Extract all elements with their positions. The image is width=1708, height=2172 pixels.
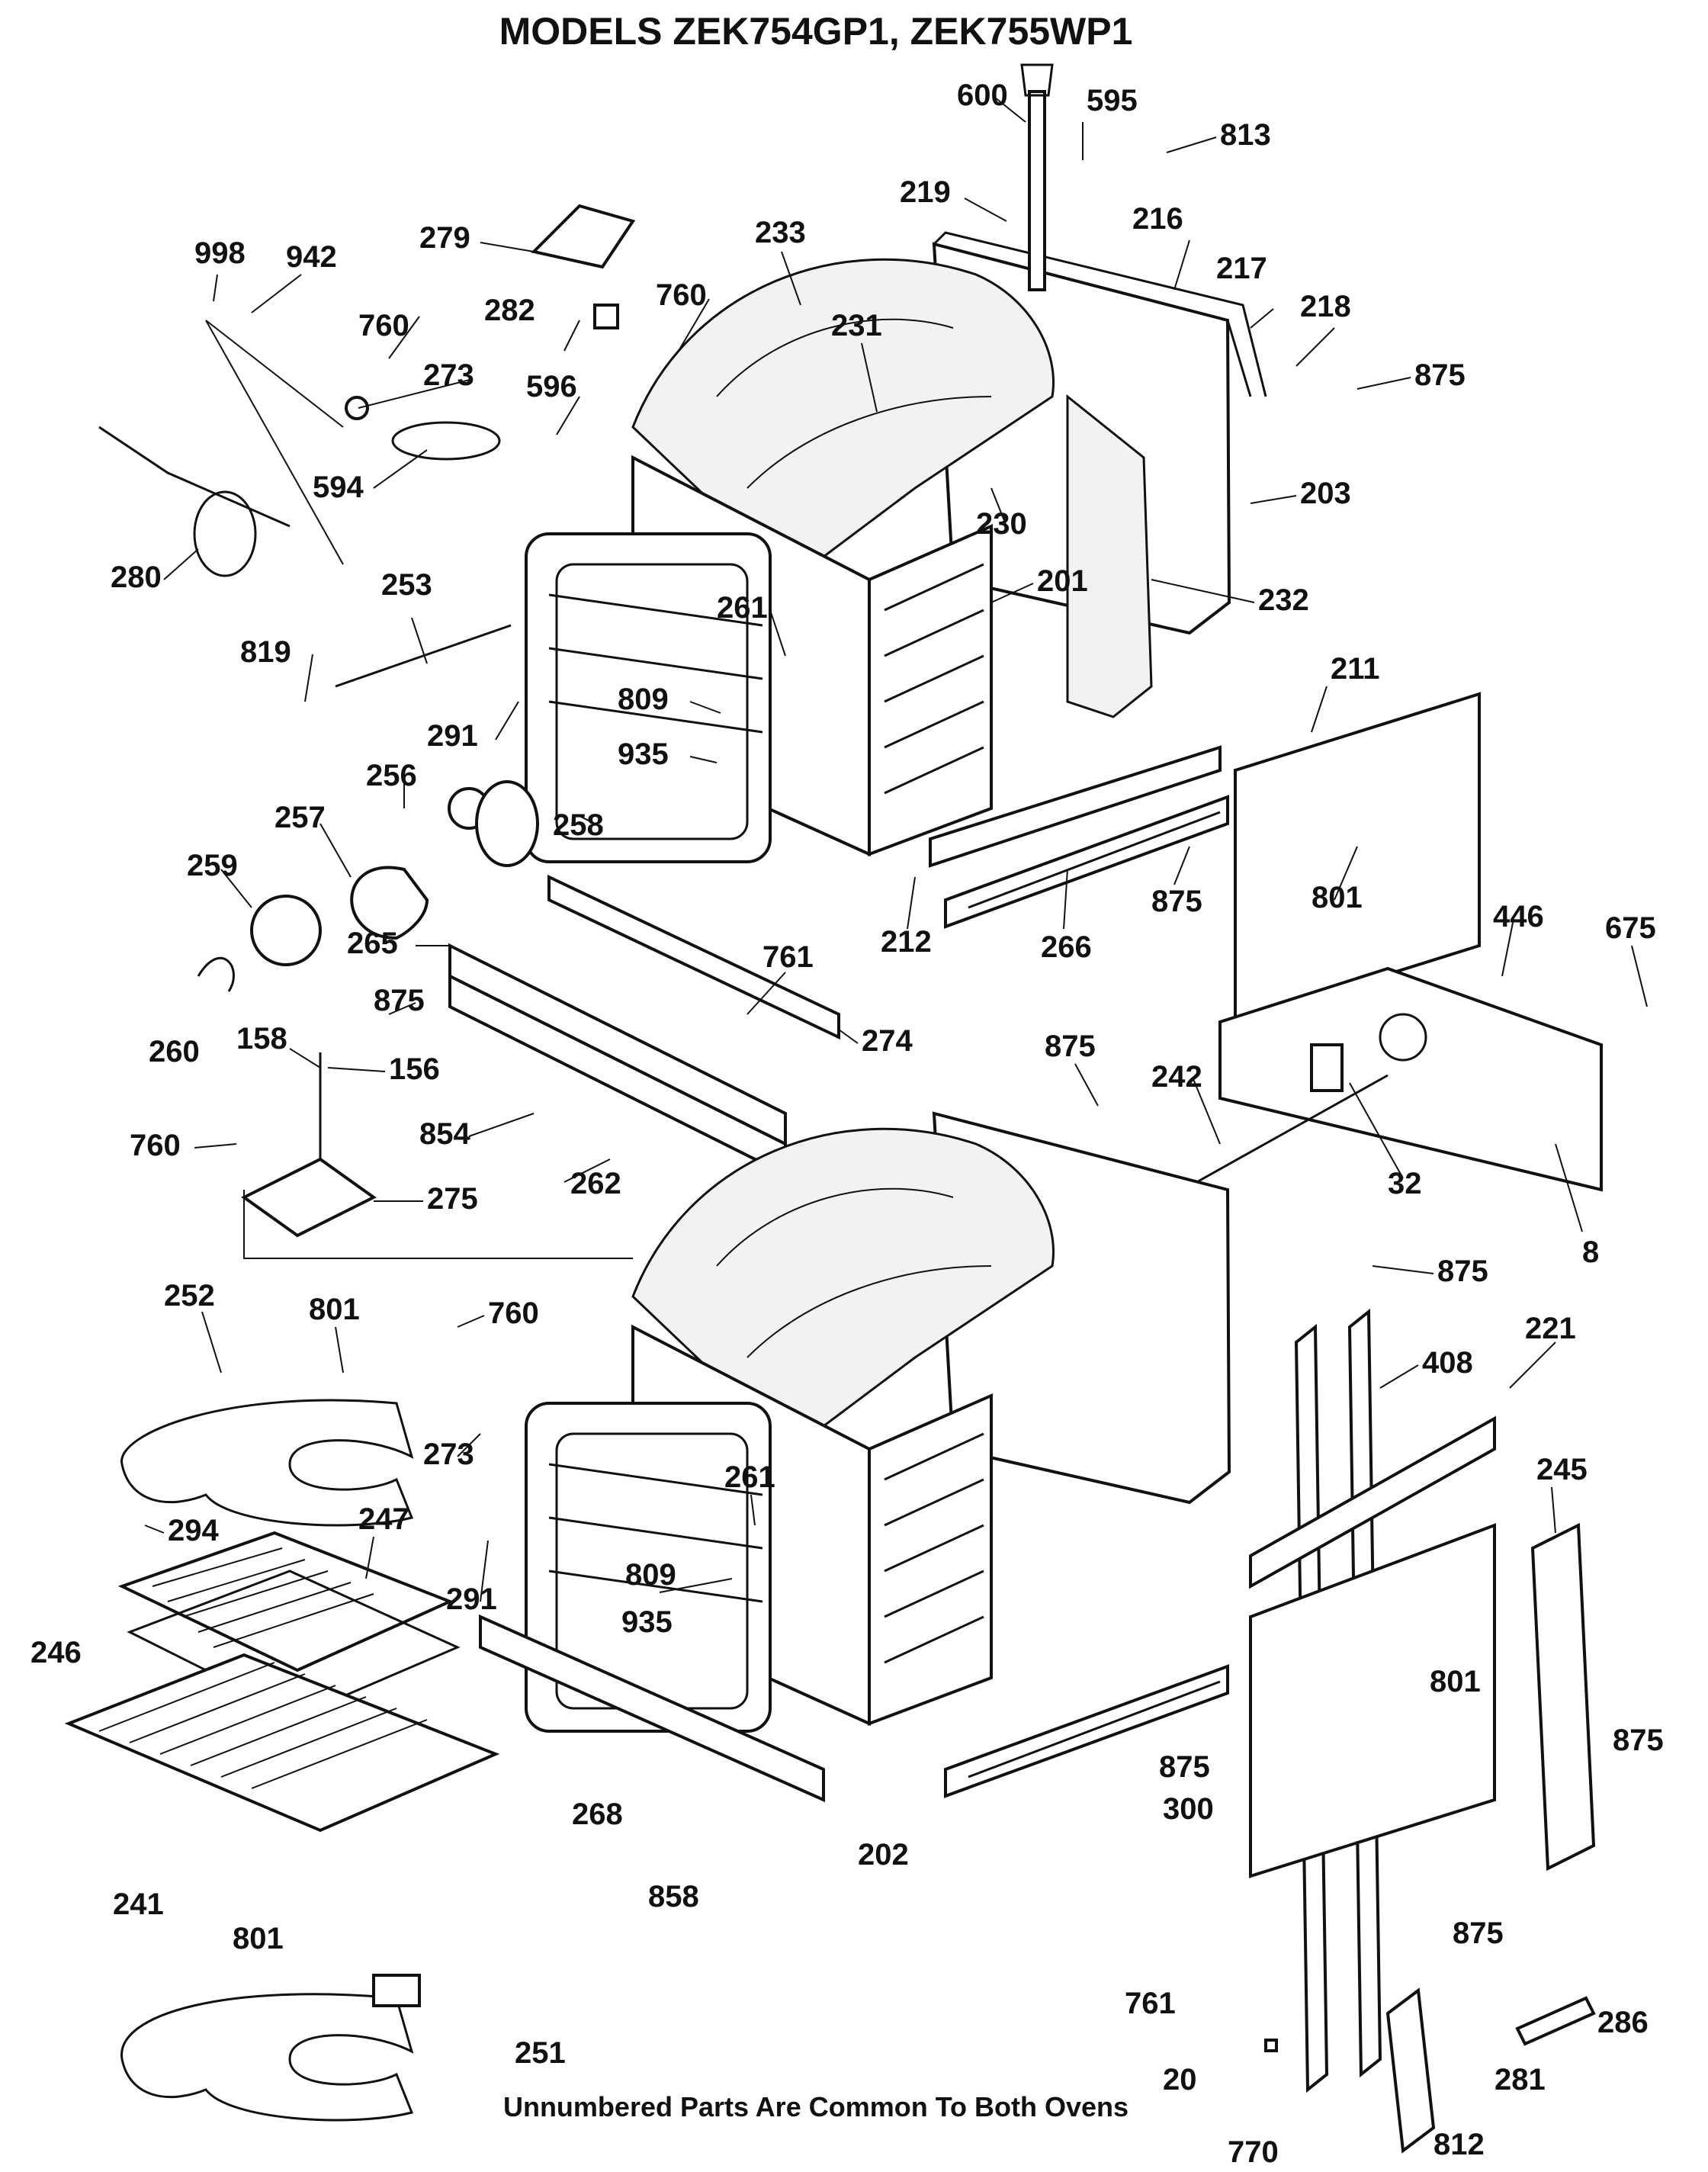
part-label: 675 (1605, 911, 1656, 945)
part-label: 594 (313, 471, 364, 504)
rear-panel-211 (1234, 692, 1481, 1024)
part-label: 875 (1045, 1030, 1096, 1063)
part-label: 294 (168, 1514, 219, 1547)
part-label: 259 (187, 849, 238, 882)
part-label: 32 (1388, 1167, 1422, 1200)
part-label: 770 (1228, 2135, 1279, 2169)
part-label: 251 (515, 2036, 566, 2070)
part-label: 233 (755, 216, 806, 249)
part-label: 858 (648, 1880, 699, 1913)
part-label: 281 (1494, 2063, 1546, 2096)
part-label: 246 (30, 1636, 82, 1669)
part-label: 211 (1331, 652, 1380, 686)
part-label: 760 (656, 278, 707, 312)
part-label: 203 (1300, 477, 1351, 510)
part-label: 218 (1300, 290, 1351, 323)
part-label: 216 (1132, 202, 1183, 236)
part-label: 20 (1163, 2063, 1197, 2096)
part-labels: 600 595 813 219 216 217 218 875 233 279 … (30, 79, 1664, 2169)
part-label: 875 (1414, 358, 1466, 392)
part-label: 291 (427, 719, 478, 753)
part-label: 258 (553, 808, 604, 842)
part-label: 600 (957, 79, 1008, 112)
part-label: 282 (484, 294, 535, 327)
part-label: 231 (831, 309, 882, 342)
part-label: 813 (1220, 118, 1271, 152)
part-label: 819 (240, 635, 291, 669)
part-label: 875 (374, 984, 425, 1017)
part-label: 266 (1041, 930, 1092, 964)
part-label: 253 (381, 568, 432, 602)
part-label: 158 (236, 1022, 287, 1055)
part-label: 998 (194, 236, 246, 270)
part-label: 221 (1525, 1312, 1576, 1345)
part-label: 801 (1312, 881, 1363, 914)
leader-lines (144, 97, 1648, 1602)
part-label: 300 (1163, 1792, 1214, 1826)
part-label: 257 (274, 801, 326, 834)
part-label: 935 (618, 737, 669, 771)
part-label: 408 (1422, 1346, 1473, 1380)
part-label: 809 (625, 1558, 676, 1592)
part-label: 875 (1151, 885, 1202, 918)
part-label: 809 (618, 683, 669, 716)
part-label: 596 (526, 370, 577, 403)
part-label: 875 (1159, 1750, 1210, 1784)
part-label: 760 (358, 309, 409, 342)
part-label: 854 (419, 1117, 470, 1151)
part-label: 261 (717, 591, 768, 625)
part-label: 801 (309, 1293, 360, 1326)
part-label: 935 (621, 1605, 673, 1639)
part-label: 275 (427, 1182, 478, 1216)
part-label: 242 (1151, 1060, 1202, 1094)
part-label: 265 (347, 927, 398, 960)
part-label: 156 (389, 1052, 440, 1086)
diagram-title: MODELS ZEK754GP1, ZEK755WP1 (499, 10, 1133, 53)
part-label: 812 (1434, 2128, 1485, 2161)
part-label: 232 (1258, 583, 1309, 617)
part-label: 8 (1582, 1235, 1599, 1269)
part-label: 446 (1493, 900, 1544, 933)
part-label: 595 (1087, 84, 1138, 117)
part-label: 875 (1453, 1917, 1504, 1950)
part-label: 268 (572, 1798, 623, 1831)
part-label: 256 (366, 759, 417, 792)
part-label: 245 (1536, 1453, 1588, 1486)
part-label: 219 (900, 175, 951, 209)
part-label: 212 (881, 925, 932, 959)
part-label: 761 (762, 940, 814, 974)
part-label: 760 (130, 1129, 181, 1162)
part-label: 942 (286, 240, 337, 274)
part-label: 760 (488, 1296, 539, 1330)
part-label: 201 (1037, 564, 1088, 598)
part-label: 261 (724, 1460, 775, 1494)
part-label: 761 (1125, 1987, 1176, 2020)
lower-oven-cavity (525, 1111, 1231, 1798)
part-label: 202 (858, 1838, 909, 1872)
part-label: 260 (149, 1035, 200, 1068)
part-label: 252 (164, 1279, 215, 1313)
part-label: 273 (423, 1438, 474, 1471)
part-label: 247 (358, 1502, 409, 1536)
part-label: 286 (1597, 2006, 1649, 2039)
part-label: 291 (446, 1582, 497, 1616)
part-label: 273 (423, 358, 474, 392)
upper-oven-cavity (525, 231, 1267, 929)
part-label: 801 (1430, 1665, 1481, 1698)
part-label: 217 (1216, 252, 1267, 285)
part-label: 801 (233, 1922, 284, 1955)
part-label: 274 (862, 1024, 913, 1058)
part-label: 280 (111, 561, 162, 594)
part-label: 262 (570, 1167, 621, 1200)
part-label: 241 (113, 1888, 164, 1921)
rear-cover-446 (1218, 966, 1603, 1192)
part-label: 875 (1613, 1724, 1664, 1757)
footnote: Unnumbered Parts Are Common To Both Oven… (503, 2091, 1128, 2122)
part-label: 875 (1437, 1255, 1488, 1288)
part-label: 279 (419, 221, 470, 255)
